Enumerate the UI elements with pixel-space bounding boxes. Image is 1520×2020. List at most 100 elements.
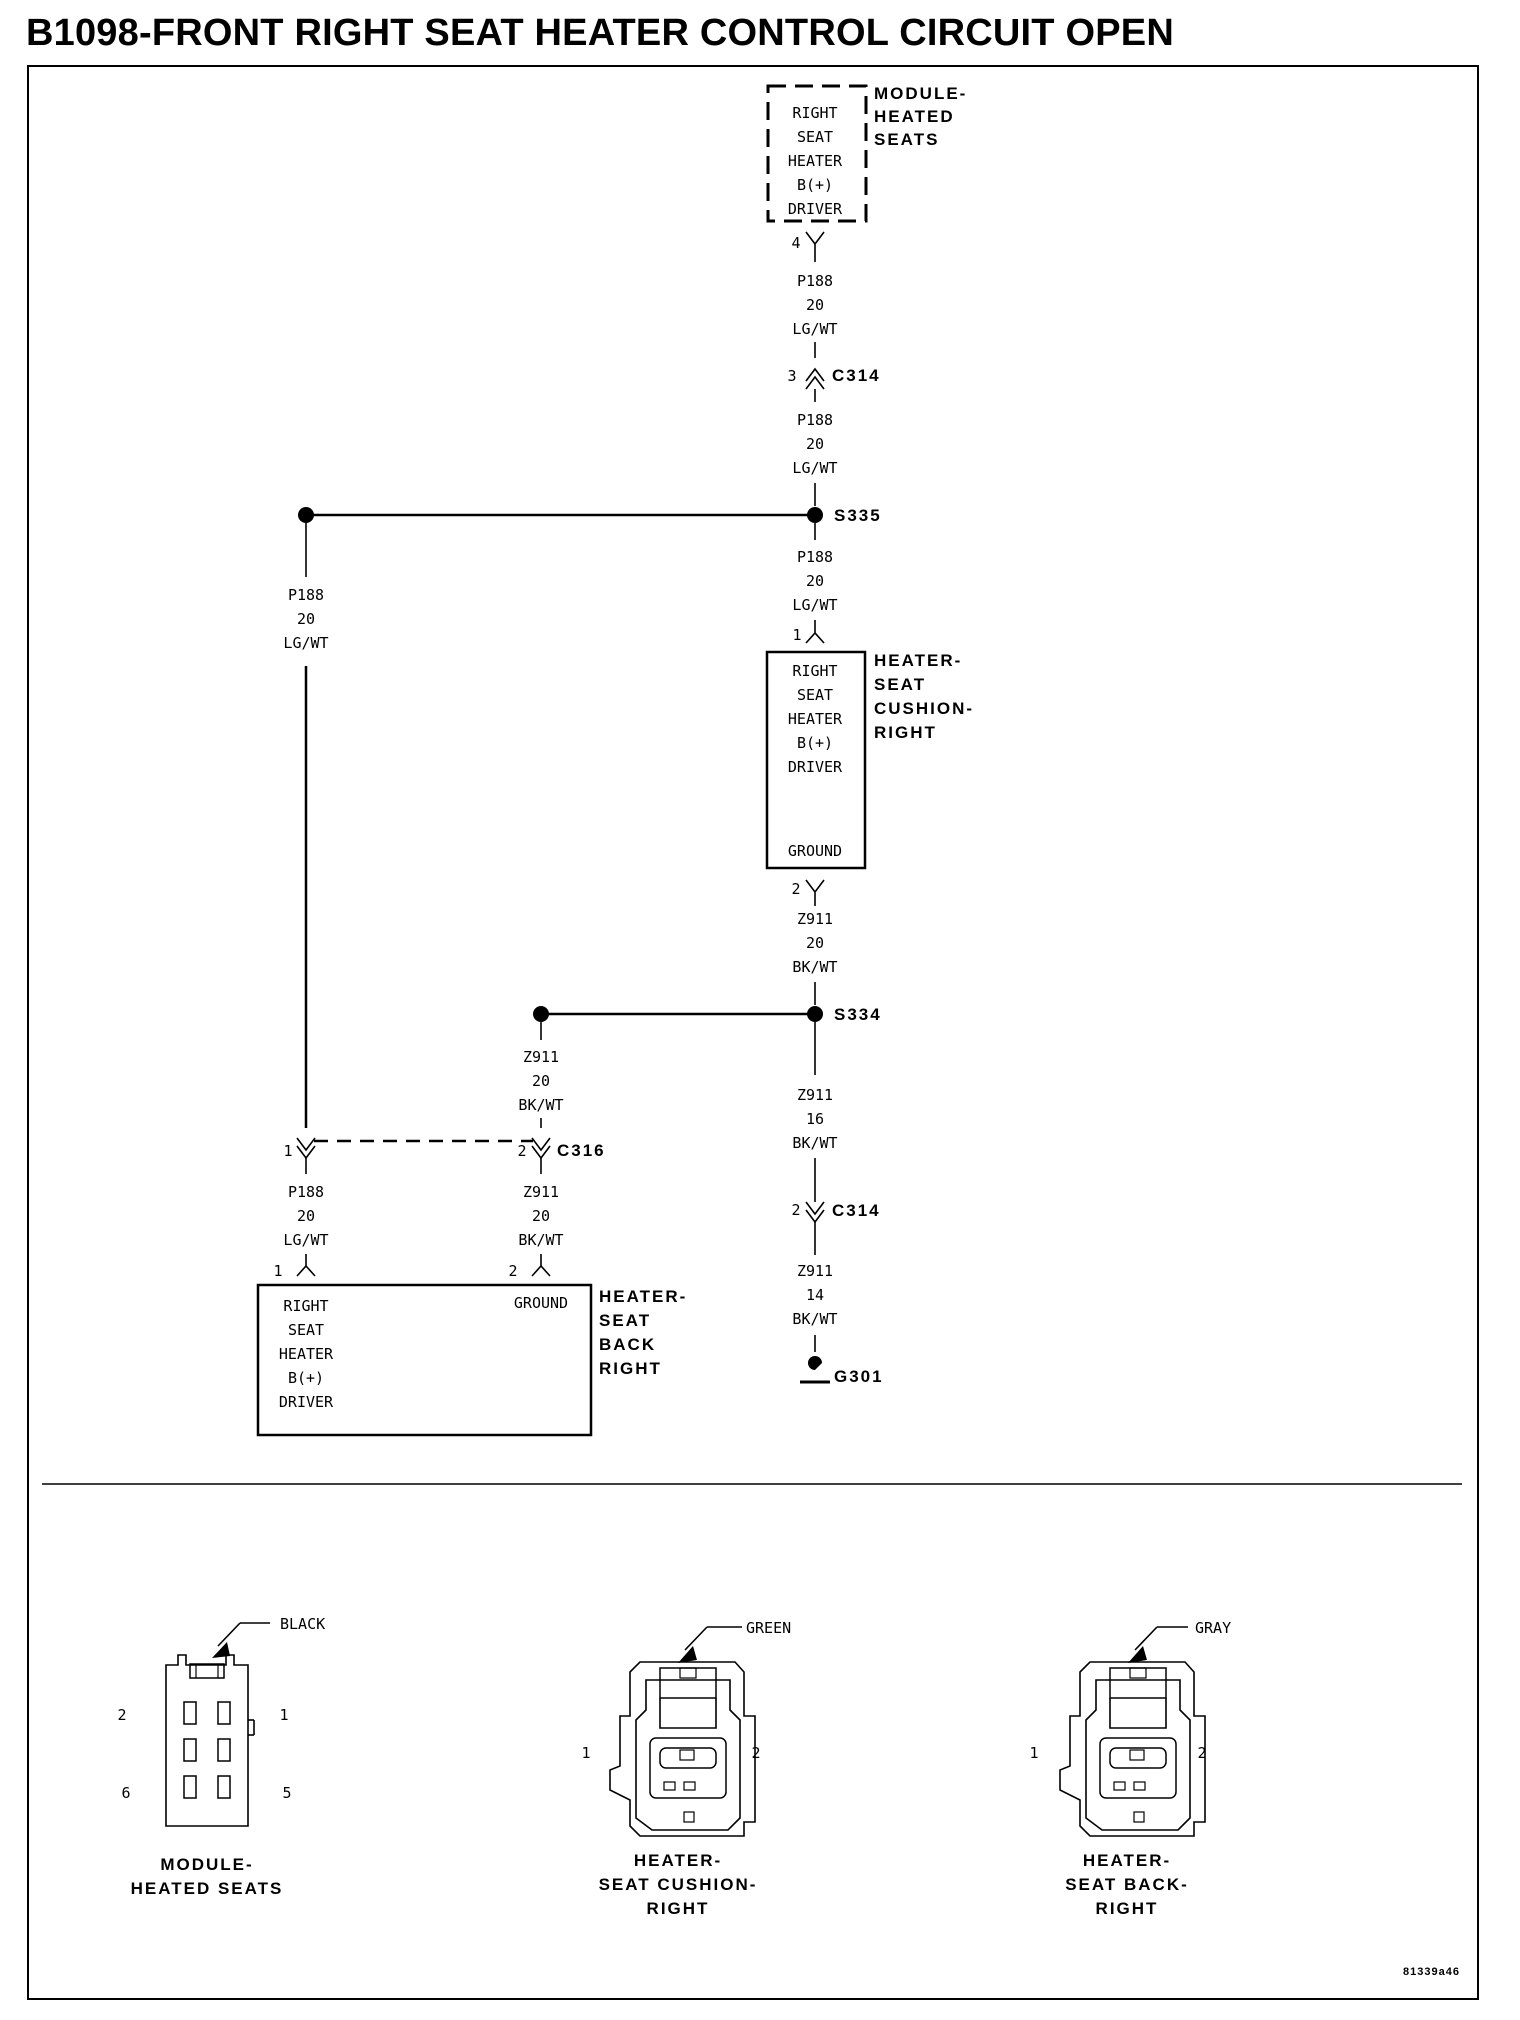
- terminal-block: [1099, 1737, 1177, 1799]
- svg-text:LG/WT: LG/WT: [792, 459, 837, 477]
- cushion-ground-label: GROUND: [788, 842, 842, 860]
- back-pin: 2: [508, 1262, 517, 1280]
- svg-text:BK/WT: BK/WT: [792, 958, 837, 976]
- svg-text:1: 1: [279, 1706, 288, 1724]
- svg-text:20: 20: [806, 435, 824, 453]
- svg-text:1: 1: [1029, 1744, 1038, 1762]
- pin-cavity: [217, 1775, 231, 1799]
- connector-view-back: GRAY 1 2 HEATER- SEAT BACK- RIGHT: [1029, 1619, 1231, 1918]
- svg-text:DRIVER: DRIVER: [279, 1393, 334, 1411]
- connector-c314-upper: 3 C314: [787, 366, 879, 390]
- pin-cavity: [183, 1775, 197, 1799]
- pin-cavity: [1113, 1781, 1126, 1791]
- pointer-arrow-icon: [1128, 1646, 1147, 1663]
- svg-text:LG/WT: LG/WT: [283, 634, 328, 652]
- connector-label: C316: [557, 1141, 606, 1160]
- svg-text:P188: P188: [288, 1183, 324, 1201]
- svg-text:RIGHT: RIGHT: [792, 662, 837, 680]
- svg-text:20: 20: [532, 1072, 550, 1090]
- connector-label: C314: [832, 1201, 881, 1220]
- connector-latch: [659, 1667, 717, 1699]
- leader-line: [1134, 1626, 1158, 1651]
- pin-cavity: [217, 1701, 231, 1725]
- svg-text:1: 1: [283, 1142, 292, 1160]
- heater-seat-back-right: RIGHT SEAT HEATER B(+) DRIVER GROUND HEA…: [256, 1283, 687, 1437]
- svg-text:RIGHT: RIGHT: [599, 1359, 662, 1378]
- svg-text:2: 2: [117, 1706, 126, 1724]
- connector-housing: [1059, 1661, 1206, 1837]
- svg-text:P188: P188: [797, 411, 833, 429]
- leader-line: [217, 1622, 241, 1647]
- svg-text:HEATER: HEATER: [279, 1345, 334, 1363]
- connector-color: GRAY: [1195, 1619, 1231, 1637]
- module-name-line: SEATS: [874, 130, 939, 149]
- svg-text:RIGHT: RIGHT: [1096, 1899, 1159, 1918]
- back-pin: 1: [273, 1262, 282, 1280]
- pin-terminal-icon: [531, 1254, 551, 1277]
- svg-text:Z911: Z911: [797, 1086, 833, 1104]
- svg-text:16: 16: [806, 1110, 824, 1128]
- connector-color: GREEN: [746, 1619, 791, 1637]
- svg-text:HEATED SEATS: HEATED SEATS: [131, 1879, 284, 1898]
- diagram-frame: [27, 65, 1479, 2000]
- connector-color: BLACK: [280, 1615, 325, 1633]
- svg-text:LG/WT: LG/WT: [792, 320, 837, 338]
- wire-label-z911: Z911 20 BK/WT: [518, 1048, 563, 1114]
- svg-text:SEAT BACK-: SEAT BACK-: [1065, 1875, 1189, 1894]
- svg-text:BK/WT: BK/WT: [518, 1231, 563, 1249]
- pin-terminal-icon: [296, 1254, 316, 1277]
- pin-cavity: [1133, 1781, 1146, 1791]
- connector-latch: [1109, 1667, 1167, 1699]
- connector-chevron-icon: [296, 1137, 316, 1160]
- svg-text:DRIVER: DRIVER: [788, 758, 843, 776]
- module-func-line: SEAT: [797, 128, 833, 146]
- svg-text:B(+): B(+): [288, 1369, 324, 1387]
- back-ground-label: GROUND: [514, 1294, 568, 1312]
- back-box: [256, 1283, 593, 1437]
- connector-housing: [165, 1654, 249, 1827]
- pin-terminal-icon: [805, 879, 825, 906]
- connector-view-module: BLACK 2 1 6 5 MODULE- HEATED SEATS: [117, 1615, 325, 1898]
- ground-icon: [808, 1356, 822, 1370]
- wire-label-p188: P188 20 LG/WT: [792, 548, 837, 614]
- module-func-line: HEATER: [788, 152, 843, 170]
- svg-text:RIGHT: RIGHT: [874, 723, 937, 742]
- svg-text:SEAT: SEAT: [599, 1311, 651, 1330]
- module-pin: 4: [791, 234, 800, 252]
- pin-cavity: [663, 1781, 676, 1791]
- svg-text:14: 14: [806, 1286, 824, 1304]
- svg-text:6: 6: [121, 1784, 130, 1802]
- svg-text:HEATER-: HEATER-: [599, 1287, 687, 1306]
- figure-id: 81339a46: [1403, 1966, 1460, 1978]
- svg-text:5: 5: [282, 1784, 291, 1802]
- svg-text:20: 20: [297, 1207, 315, 1225]
- svg-text:CUSHION-: CUSHION-: [874, 699, 974, 718]
- svg-text:HEATER-: HEATER-: [874, 651, 962, 670]
- splice-label: S334: [834, 1005, 882, 1024]
- connector-chevron-icon: [805, 367, 825, 390]
- wire-label-p188: P188 20 LG/WT: [792, 272, 837, 338]
- heater-seat-cushion-right: RIGHT SEAT HEATER B(+) DRIVER GROUND HEA…: [765, 650, 974, 870]
- svg-text:HEATER-: HEATER-: [634, 1851, 722, 1870]
- wire-label-p188: P188 20 LG/WT: [283, 1183, 328, 1249]
- svg-text:RIGHT: RIGHT: [283, 1297, 328, 1315]
- module-func-line: B(+): [797, 176, 833, 194]
- svg-text:BACK: BACK: [599, 1335, 656, 1354]
- svg-text:RIGHT: RIGHT: [647, 1899, 710, 1918]
- connector-chevron-icon: [805, 1201, 825, 1224]
- svg-text:2: 2: [751, 1744, 760, 1762]
- module-func-line: DRIVER: [788, 200, 843, 218]
- svg-text:P188: P188: [288, 586, 324, 604]
- module-heated-seats: RIGHT SEAT HEATER B(+) DRIVER MODULE- HE…: [766, 84, 965, 223]
- svg-text:Z911: Z911: [797, 1262, 833, 1280]
- ground-label: G301: [834, 1367, 884, 1386]
- svg-text:2: 2: [517, 1142, 526, 1160]
- splice-label: S335: [834, 506, 882, 525]
- svg-text:LG/WT: LG/WT: [283, 1231, 328, 1249]
- svg-text:MODULE-: MODULE-: [160, 1855, 253, 1874]
- wire-label-z911: Z911 20 BK/WT: [792, 910, 837, 976]
- svg-text:BK/WT: BK/WT: [518, 1096, 563, 1114]
- connector-latch: [189, 1663, 225, 1679]
- svg-text:SEAT: SEAT: [797, 686, 833, 704]
